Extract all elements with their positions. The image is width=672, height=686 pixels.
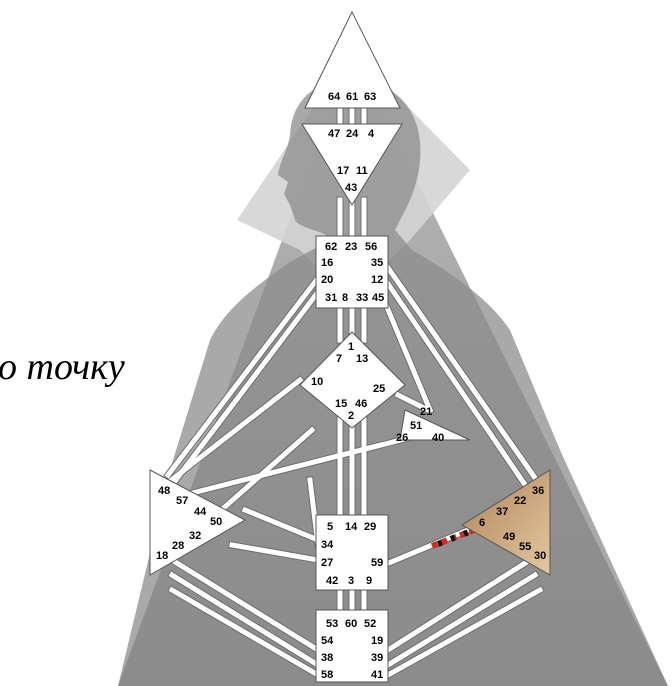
gate-label: 7 [336,353,342,365]
head-center [304,10,401,109]
gate-label: 24 [346,128,359,140]
gate-label: 45 [372,292,384,304]
gate-label: 6 [479,517,485,529]
gate-label: 52 [364,618,376,630]
gate-label: 11 [356,165,368,177]
gate-label: 5 [327,521,333,533]
gate-label: 46 [355,398,367,410]
gate-label: 2 [348,410,354,422]
gate-label: 8 [342,292,348,304]
gate-label: 15 [335,398,347,410]
gate-label: 51 [410,420,422,432]
gate-label: 44 [194,506,207,518]
root-center [315,609,389,683]
solar-plexus-center [461,469,551,576]
gate-label: 63 [364,91,376,103]
gate-label: 55 [519,541,531,553]
gate-label: 35 [371,257,383,269]
gate-label: 54 [321,635,334,647]
gate-label: 60 [345,618,357,630]
gate-label: 47 [328,128,340,140]
gate-label: 27 [321,557,333,569]
gate-label: 29 [364,521,376,533]
gate-label: 1 [348,341,354,353]
ajna-center [301,123,403,206]
gate-label: 20 [321,274,333,286]
gate-label: 64 [328,91,341,103]
gate-label: 26 [396,432,408,444]
gate-labels: 64 61 63 47 24 4 17 11 43 62 23 56 16 35… [156,91,546,681]
gate-label: 39 [371,652,383,664]
overlay-text: о точку [0,346,125,388]
gate-label: 58 [321,669,333,681]
gate-label: 13 [356,353,368,365]
gate-label: 61 [346,91,358,103]
gate-label: 57 [176,495,188,507]
gate-label: 37 [496,506,508,518]
g-center [299,331,406,429]
gate-label: 18 [156,550,168,562]
gate-label: 25 [373,383,385,395]
throat-center [315,235,389,309]
heart-center [399,409,471,441]
sacral-center [315,514,389,591]
gate-label: 41 [371,669,383,681]
gate-label: 38 [321,652,333,664]
gate-label: 53 [326,618,338,630]
gate-label: 56 [365,241,377,253]
gate-label: 43 [345,182,357,194]
gate-label: 9 [366,575,372,587]
gate-label: 19 [371,635,383,647]
gate-label: 59 [371,557,383,569]
gate-label: 22 [514,495,526,507]
gate-label: 21 [420,406,432,418]
spleen-center [149,469,247,576]
gate-label: 10 [311,376,323,388]
channels [160,106,545,680]
gate-label: 17 [337,165,349,177]
gate-label: 4 [368,128,375,140]
gate-label: 32 [189,530,201,542]
gate-label: 49 [503,531,515,543]
gate-label: 40 [432,432,444,444]
gate-label: 12 [371,274,383,286]
gate-label: 33 [356,292,368,304]
gate-label: 48 [158,485,170,497]
gate-label: 14 [345,521,358,533]
gate-label: 31 [325,292,337,304]
gate-label: 30 [534,550,546,562]
gate-label: 23 [345,241,357,253]
gate-label: 50 [210,516,222,528]
gate-label: 62 [325,241,337,253]
gate-label: 34 [321,539,334,551]
gate-label: 28 [172,540,184,552]
gate-label: 3 [348,575,354,587]
gate-label: 16 [321,257,333,269]
gate-label: 36 [532,485,544,497]
gate-label: 42 [326,575,338,587]
